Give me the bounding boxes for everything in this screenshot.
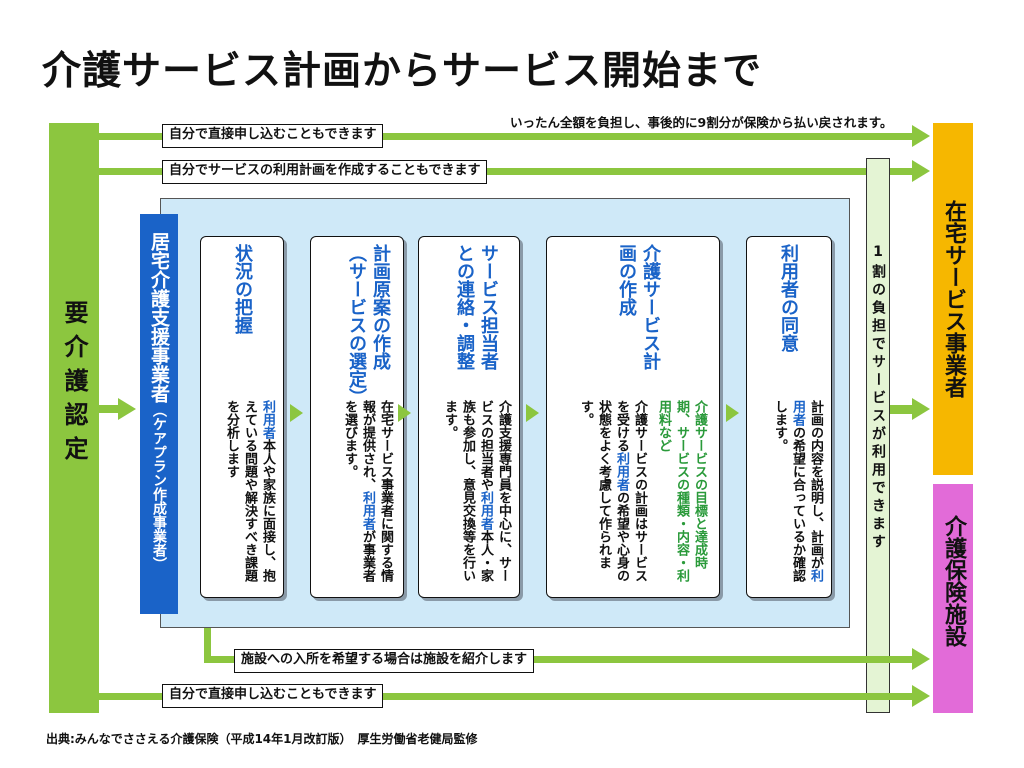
step-body-4: 介護サービスの計画はサービスを受ける利用者の希望や心身の状態をよく考慮して作られ… [556,400,648,590]
step-body-4-b: の希望や心身の状態をよく考慮して作られます。 [578,400,629,582]
label-facility: 施設への入所を希望する場合は施設を紹介します [234,649,535,673]
step-title-3: サービス担当者との連絡・調整 [454,244,499,370]
step-card-2 [310,236,404,598]
label-direct-top: 自分で直接申し込むこともできます [162,124,384,148]
step-arrow-2 [398,404,411,422]
copay-label: 1割の負担でサービスが利用できます [870,244,886,552]
arrow-direct-top [99,133,914,140]
arrow-direct-bottom [99,693,914,700]
step-body-1-hl: 利用者 [260,400,275,439]
step-body-4-hl: 利用者 [614,452,629,491]
care-manager-sub: （ケアプラン作成事業者） [151,403,167,571]
certification-label: 要介護認定 [60,300,88,470]
facility-connector [204,628,211,660]
step-body-2-text: 在宅サービス事業者に関する情報が提供され、 [360,400,393,582]
step-card-5 [746,236,832,598]
care-manager-name: 居宅介護支援事業者（ケアプラン作成事業者） [140,232,178,602]
step-body-4-a: 介護サービスの計画はサービスを受ける [614,400,647,582]
step-body-5-hl: 利用者 [790,400,823,582]
step-green-4: 介護サービスの目標と達成時期、サービスの種類・内容・利用料など [656,400,707,582]
step-body-3-a: 介護支援専門員を中心に、サービスの担当者や [478,400,511,582]
step-card-1 [200,236,284,598]
step-title-1: 状況の把握 [232,244,253,334]
step-card-3 [418,236,520,598]
arrow-head-1 [912,125,930,147]
step-title-4: 介護サービス計画の作成 [616,244,661,370]
step-body-3-hl: 利用者 [478,491,493,530]
arrow-head-2 [912,160,930,182]
step-body-2-end: が事業者を選びます。 [342,400,375,582]
step-body-1-text: 本人や家族に面接し、抱えている問題や解決すべき課題を分析します [224,400,275,582]
step-body-5-b: の希望に合っているか確認します。 [772,400,805,582]
source-note: 出典:みんなでささえる介護保険（平成14年1月改訂版） 厚生労働省老健局監修 [46,732,478,746]
step-body-1: 利用者本人や家族に面接し、抱えている問題や解決すべき課題を分析します [206,400,276,590]
facility-box-label: 介護保険施設 [941,515,966,647]
step-body-3: 介護支援専門員を中心に、サービスの担当者や利用者本人・家族も参加し、意見交換等を… [424,400,512,590]
step-arrow-3 [526,404,539,422]
facility-box [933,484,973,713]
provider-box [933,123,973,475]
arrow-head-panel [118,398,136,420]
copay-box [866,158,890,713]
step-card-4 [546,236,720,598]
arrow-head-bottom [912,685,930,707]
arrow-head-provider [912,398,930,420]
step-body-3-b: 本人・家族も参加し、意見交換等を行います。 [442,400,493,582]
label-self-plan: 自分でサービスの利用計画を作成することもできます [162,160,488,184]
arrow-head-facility [912,648,930,670]
arrow-to-panel [99,405,121,413]
step-title-5: 利用者の同意 [778,244,799,352]
step-arrow-4 [726,404,739,422]
arrow-self-plan [99,168,914,175]
arrow-facility [204,656,914,663]
certification-box [49,123,99,713]
step-arrow-1 [290,404,303,422]
provider-label: 在宅サービス事業者 [941,200,966,398]
label-direct-bottom: 自分で直接申し込むこともできます [162,684,384,708]
arrow-to-provider [890,405,914,414]
step-body-5: 計画の内容を説明し、計画が利用者の希望に合っているか確認します。 [754,400,824,590]
care-manager-bar [140,214,178,614]
step-body-2-hl: 利用者 [360,491,375,530]
top-note: いったん全額を負担し、事後的に9割分が保険から払い戻されます。 [510,115,893,130]
step-title-2: 計画原案の作成（サービスの選定） [346,244,391,406]
step-body-5-a: 計画の内容を説明し、計画が [808,400,823,569]
page-title: 介護サービス計画からサービス開始まで [42,49,763,94]
care-manager-title: 居宅介護支援事業者 [148,232,170,403]
step-body-2: 在宅サービス事業者に関する情報が提供され、利用者が事業者を選びます。 [318,400,394,590]
